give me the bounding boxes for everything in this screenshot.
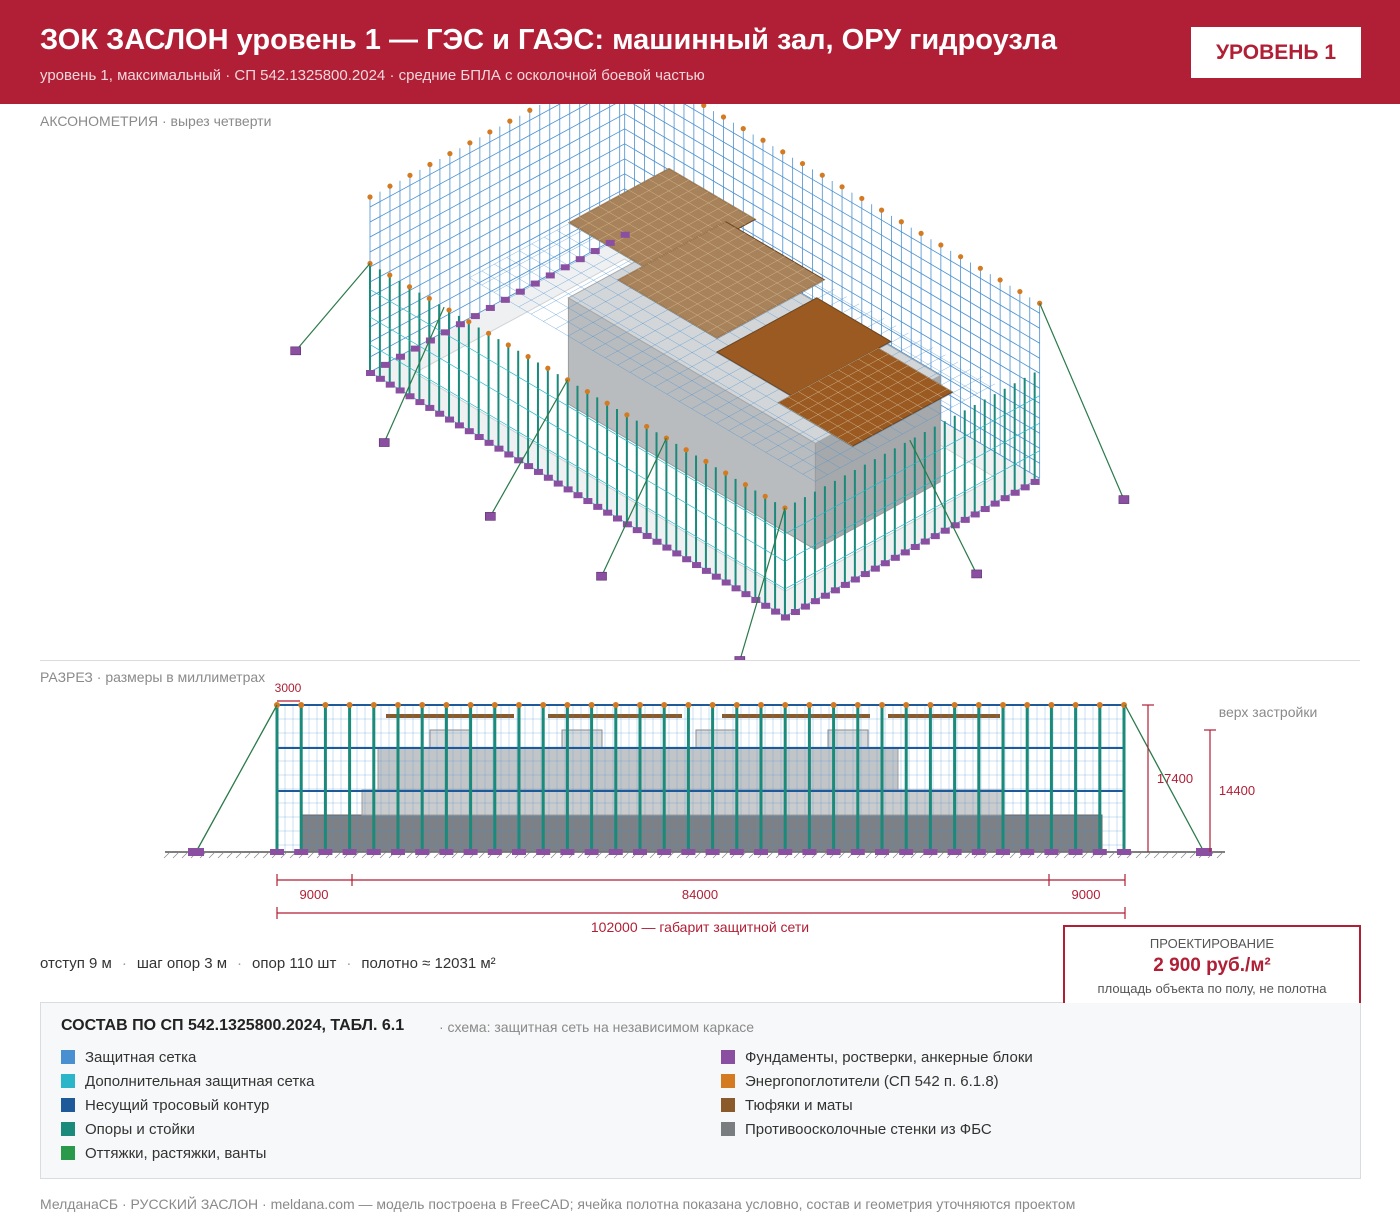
stat-step: шаг опор 3 м	[136, 955, 228, 972]
legend-label: Фундаменты, ростверки, анкерные блоки	[745, 1048, 1033, 1066]
mat-grid	[618, 221, 825, 339]
guy-line	[909, 439, 978, 575]
guy-line	[489, 379, 569, 517]
axonometry-note: · вырез четверти	[161, 113, 272, 129]
dim-height-net: 17400	[1157, 771, 1193, 786]
legend-swatch	[61, 1050, 75, 1064]
section-label: РАЗРЕЗ	[40, 669, 93, 685]
dim-offset-right: 9000	[1072, 887, 1101, 902]
legend-swatch	[721, 1050, 735, 1064]
stats-line: отступ 9 м·шаг опор 3 м·опор 110 шт·поло…	[40, 955, 496, 972]
price-label: ПРОЕКТИРОВАНИЕ	[1149, 936, 1275, 951]
legend-item: Фундаменты, ростверки, анкерные блоки	[721, 1045, 1033, 1069]
axonometry-label: АКСОНОМЕТРИЯ	[40, 113, 159, 129]
legend-swatch	[721, 1122, 735, 1136]
guy-line-left	[195, 704, 278, 853]
legend-item: Несущий тросовый контур	[61, 1093, 314, 1117]
price-box: ПРОЕКТИРОВАНИЕ 2 900 руб./м² площадь объ…	[1063, 925, 1361, 1003]
legend-item: Дополнительная защитная сетка	[61, 1069, 314, 1093]
roof-unit	[695, 729, 737, 749]
price-value: 2 900 руб./м²	[1153, 955, 1271, 976]
dim-span: 84000	[682, 887, 718, 902]
guy-line	[383, 306, 445, 443]
axonometric-view	[290, 104, 1130, 660]
anchor-block	[378, 438, 390, 447]
legend-item: Тюфяки и маты	[721, 1093, 1033, 1117]
anchor-block	[596, 571, 607, 581]
legend-label: Противоосколочные стенки из ФБС	[745, 1120, 992, 1138]
legend-label: Энергопоглотители (СП 542 п. 6.1.8)	[745, 1072, 999, 1090]
stat-fabric: полотно ≈ 12031 м²	[361, 955, 496, 972]
dim-height-building: 14400	[1219, 783, 1255, 798]
footer-credits: МелданаСБ · РУССКИЙ ЗАСЛОН · meldana.com…	[40, 1196, 1076, 1212]
legend-column-left: Защитная сетка Дополнительная защитная с…	[61, 1045, 314, 1165]
legend-label: Опоры и стойки	[85, 1120, 195, 1138]
guy-line-right	[1124, 704, 1205, 853]
anchor-left	[188, 848, 204, 856]
guy-line	[739, 507, 786, 660]
level-badge: УРОВЕНЬ 1	[1191, 27, 1361, 78]
section-posts	[270, 702, 1131, 855]
legend-item: Оттяжки, растяжки, ванты	[61, 1141, 314, 1165]
legend-swatch	[61, 1098, 75, 1112]
legend-panel: СОСТАВ ПО СП 542.1325800.2024, ТАБЛ. 6.1…	[40, 1002, 1361, 1179]
energy-absorbers	[367, 104, 1043, 511]
legend-swatch	[61, 1122, 75, 1136]
price-note: площадь объекта по полу, не полотна	[1097, 981, 1327, 996]
dim-offset-left: 9000	[300, 887, 329, 902]
mat-grid	[778, 348, 953, 447]
legend-label: Оттяжки, растяжки, ванты	[85, 1144, 267, 1162]
legend-label: Несущий тросовый контур	[85, 1096, 270, 1114]
legend-swatch	[721, 1098, 735, 1112]
legend-swatch	[721, 1074, 735, 1088]
legend-subtitle: · схема: защитная сеть на независимом ка…	[439, 1019, 755, 1035]
axonometry-heading: АКСОНОМЕТРИЯ · вырез четверти	[40, 113, 271, 129]
legend-item: Противоосколочные стенки из ФБС	[721, 1117, 1033, 1141]
anchor-block	[1118, 495, 1130, 504]
anchor-block	[734, 656, 746, 660]
dim-top-spacing: 3000	[275, 681, 302, 695]
stat-supports: опор 110 шт	[252, 955, 337, 972]
guy-line	[1039, 302, 1125, 500]
mat-panel	[715, 297, 892, 397]
stat-offset: отступ 9 м	[40, 955, 112, 972]
section-net	[276, 704, 1126, 852]
header-bar: ЗОК ЗАСЛОН уровень 1 — ГЭС и ГАЭС: машин…	[0, 0, 1400, 104]
legend-item: Энергопоглотители (СП 542 п. 6.1.8)	[721, 1069, 1033, 1093]
section-divider	[40, 660, 1360, 661]
legend-column-right: Фундаменты, ростверки, анкерные блоки Эн…	[721, 1045, 1033, 1141]
legend-label: Защитная сетка	[85, 1048, 197, 1066]
top-of-building-label: верх застройки	[1219, 704, 1318, 720]
guy-line	[295, 263, 371, 352]
foundation-blocks	[366, 231, 1040, 621]
anchor-right	[1196, 848, 1212, 856]
anchor-block	[971, 569, 982, 579]
page-title: ЗОК ЗАСЛОН уровень 1 — ГЭС и ГАЭС: машин…	[40, 24, 1057, 56]
legend-item: Опоры и стойки	[61, 1117, 314, 1141]
legend-title: СОСТАВ ПО СП 542.1325800.2024, ТАБЛ. 6.1	[61, 1017, 405, 1034]
anchor-block	[290, 346, 301, 356]
page-subtitle: уровень 1, максимальный · СП 542.1325800…	[40, 67, 705, 84]
section-heading: РАЗРЕЗ · размеры в миллиметрах	[40, 669, 265, 685]
anchor-block	[485, 512, 496, 521]
section-note: · размеры в миллиметрах	[96, 669, 266, 685]
roof-unit	[429, 729, 471, 749]
legend-label: Тюфяки и маты	[745, 1096, 853, 1114]
dim-overall: 102000 — габарит защитной сети	[591, 919, 809, 935]
legend-swatch	[61, 1074, 75, 1088]
section-view: 3000 9000 84000 9000 102000 — габарит за…	[163, 681, 1318, 935]
legend-item: Защитная сетка	[61, 1045, 314, 1069]
legend-label: Дополнительная защитная сетка	[85, 1072, 315, 1090]
guy-line	[600, 437, 667, 577]
legend-swatch	[61, 1146, 75, 1160]
